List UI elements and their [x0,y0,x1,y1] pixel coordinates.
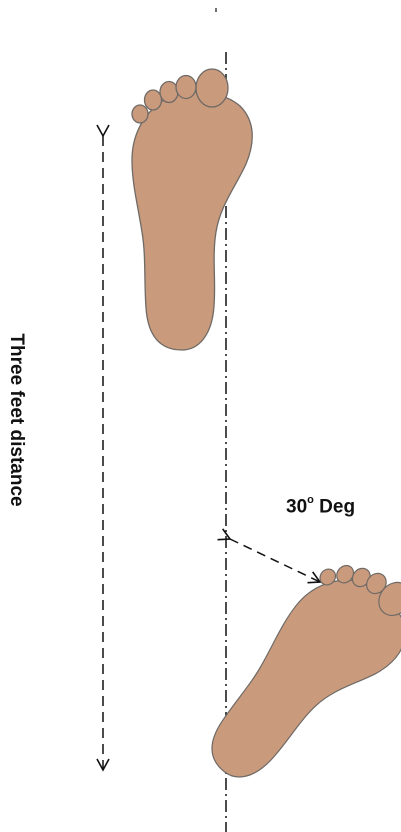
angle-arrow [230,539,320,582]
distance-label: Three feet distance [5,333,27,506]
angle-unit: Deg [319,496,355,517]
degree-mark: o [307,494,314,506]
angle-label: 30o Deg [286,496,355,518]
angle-value: 30 [286,496,307,517]
lower-footprint-rotated [188,540,401,812]
upper-footprint [132,69,252,350]
